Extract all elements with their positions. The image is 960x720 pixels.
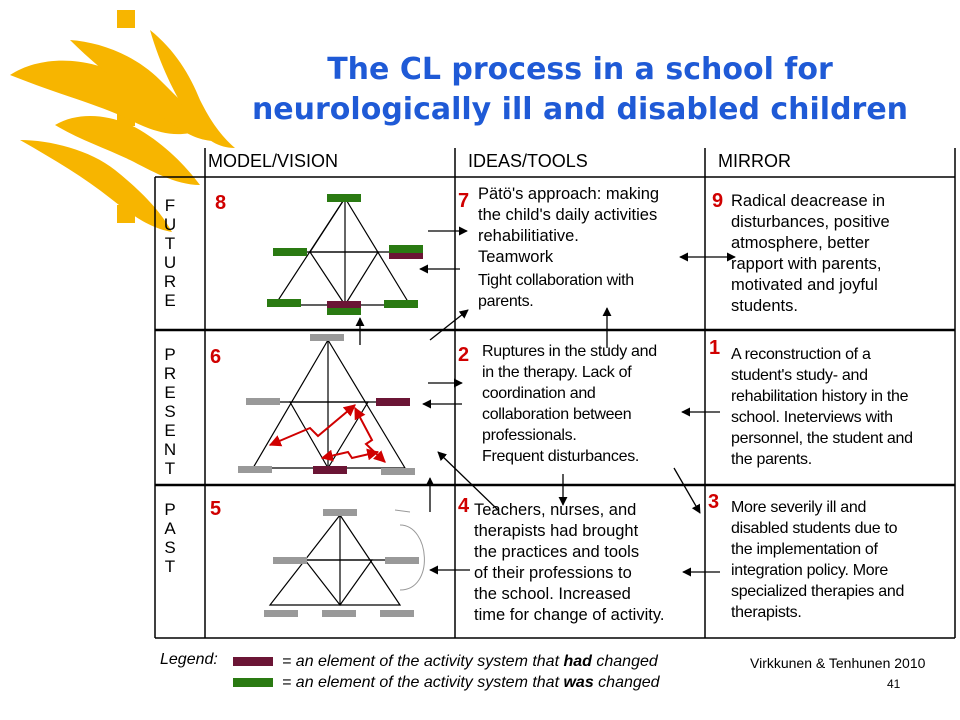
activity-triangle-past (264, 509, 425, 617)
mirror-future-text: Radical deacrease in disturbances, posit… (731, 192, 890, 315)
column-header-ideas-tools: IDEAS/TOOLS (468, 151, 588, 171)
mirror-past-text: More severily ill and disabled students … (731, 499, 905, 621)
step-number-3: 3 (708, 491, 720, 513)
legend-was-changed: = an element of the activity system that… (282, 674, 660, 691)
title-line-1: The CL process in a school for (327, 52, 833, 87)
ideas-future-text: Pätö's approach: making the child's dail… (478, 185, 660, 310)
flow-arrows (355, 226, 736, 577)
activity-triangle-present (238, 334, 415, 475)
table-grid (154, 148, 956, 639)
step-number-9: 9 (712, 190, 724, 212)
column-header-model-vision: MODEL/VISION (208, 151, 339, 171)
legend-label: Legend: (160, 651, 218, 668)
step-number-7: 7 (458, 190, 470, 212)
step-number-1: 1 (709, 337, 721, 359)
legend-had-changed: = an element of the activity system that… (282, 653, 658, 670)
step-number-6: 6 (210, 346, 222, 368)
column-header-mirror: MIRROR (718, 151, 791, 171)
step-number-2: 2 (458, 344, 470, 366)
flame-logo-icon (10, 10, 235, 232)
legend-swatches (233, 657, 273, 687)
step-number-5: 5 (210, 498, 222, 520)
source-credit: Virkkunen & Tenhunen 2010 (750, 655, 926, 671)
activity-triangle-future (267, 194, 423, 315)
ideas-present-text: Ruptures in the study and in the therapy… (482, 343, 657, 465)
title-line-2: neurologically ill and disabled children (251, 92, 909, 127)
mirror-present-text: A reconstruction of a student's study- a… (731, 346, 913, 468)
slide-title: The CL process in a school for neurologi… (200, 50, 960, 130)
step-number-4: 4 (458, 495, 470, 517)
step-number-8: 8 (215, 192, 227, 214)
page-number: 41 (887, 677, 901, 691)
ideas-past-text: Teachers, nurses, and therapists had bro… (474, 501, 665, 624)
